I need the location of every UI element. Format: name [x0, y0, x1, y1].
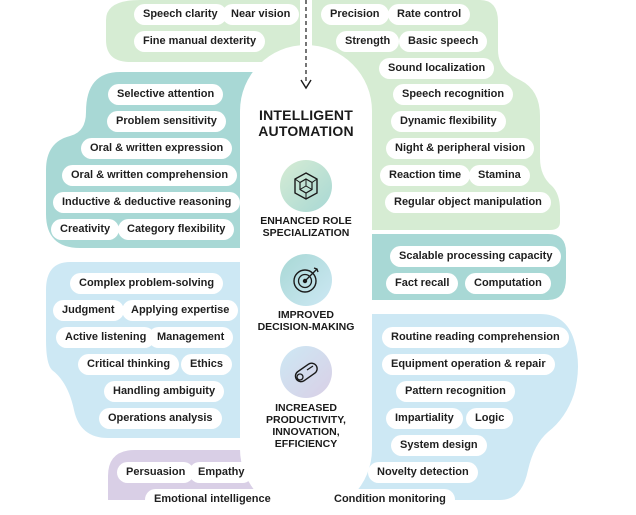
skill-chip: System design	[391, 435, 487, 456]
skill-chip: Complex problem-solving	[70, 273, 224, 294]
skill-chip: Fact recall	[386, 273, 459, 294]
skill-chip: Oral & written comprehension	[62, 165, 238, 186]
title-line-1: INTELLIGENT	[259, 107, 353, 123]
skill-chip: Sound localization	[379, 58, 495, 79]
skill-chip: Handling ambiguity	[104, 381, 225, 402]
benefit-2-caption: IMPROVED DECISION-MAKING	[257, 309, 355, 333]
skill-chip: Impartiality	[386, 408, 463, 429]
skill-chip: Scalable processing capacity	[390, 246, 562, 267]
target-icon	[280, 254, 332, 306]
skill-chip: Regular object manipulation	[385, 192, 551, 213]
skill-chip: Logic	[466, 408, 514, 429]
benefit-1-caption: ENHANCED ROLE SPECIALIZATION	[260, 215, 352, 239]
skill-chip: Operations analysis	[99, 408, 222, 429]
skill-chip: Equipment operation & repair	[382, 354, 555, 375]
skill-chip: Night & peripheral vision	[386, 138, 535, 159]
skill-chip: Stamina	[469, 165, 530, 186]
skill-chip: Reaction time	[380, 165, 471, 186]
center-title: INTELLIGENT AUTOMATION	[240, 107, 372, 139]
title-line-2: AUTOMATION	[258, 123, 354, 139]
skill-chip: Basic speech	[399, 31, 488, 52]
skill-chip: Management	[148, 327, 234, 348]
skill-chip: Ethics	[181, 354, 233, 375]
skill-chip: Speech recognition	[393, 84, 514, 105]
skill-chip: Active listening	[56, 327, 156, 348]
skill-chip: Dynamic flexibility	[391, 111, 506, 132]
skill-chip: Creativity	[51, 219, 120, 240]
skill-chip: Fine manual dexterity	[134, 31, 266, 52]
skill-chip: Speech clarity	[134, 4, 227, 25]
benefit-3-caption: INCREASED PRODUCTIVITY, INNOVATION, EFFI…	[266, 402, 346, 450]
skill-chip: Pattern recognition	[396, 381, 515, 402]
skill-chip: Critical thinking	[78, 354, 180, 375]
skill-chip: Precision	[321, 4, 389, 25]
skill-chip: Strength	[336, 31, 400, 52]
down-arrow-icon	[300, 0, 312, 90]
skill-chip: Selective attention	[108, 84, 224, 105]
skill-chip: Applying expertise	[122, 300, 239, 321]
skill-chip: Routine reading comprehension	[382, 327, 569, 348]
skill-chip: Problem sensitivity	[107, 111, 226, 132]
skill-chip: Novelty detection	[368, 462, 478, 483]
skill-chip: Inductive & deductive reasoning	[53, 192, 241, 213]
skill-chip: Category flexibility	[118, 219, 235, 240]
skill-chip: Computation	[465, 273, 551, 294]
skill-chip: Empathy	[189, 462, 254, 483]
gear-bolt-icon	[280, 346, 332, 398]
skill-chip: Rate control	[388, 4, 471, 25]
skill-chip: Judgment	[53, 300, 124, 321]
skill-chip: Oral & written expression	[81, 138, 233, 159]
skill-chip: Persuasion	[117, 462, 195, 483]
cube-icon	[280, 160, 332, 212]
skill-chip: Near vision	[222, 4, 300, 25]
